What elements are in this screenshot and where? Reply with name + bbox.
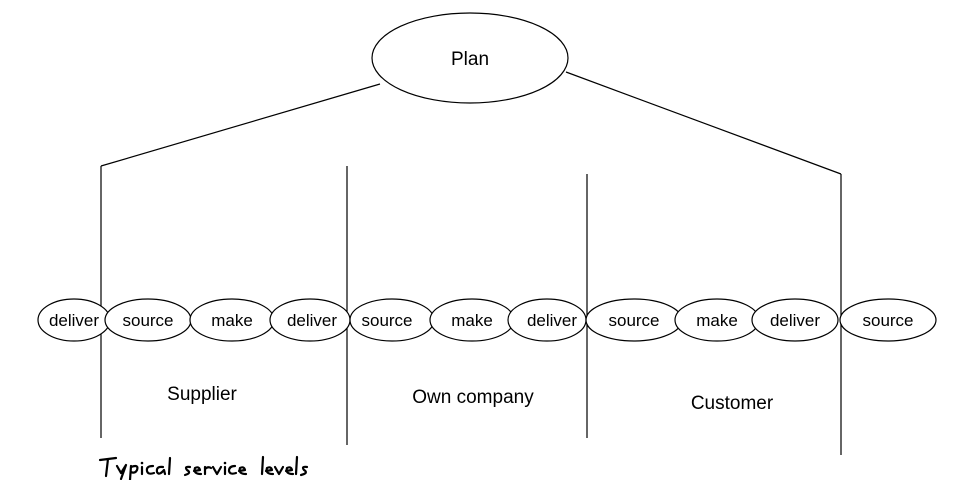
process-chain: deliver source make deliver source make … <box>37 298 937 342</box>
chain-node-deliver: deliver <box>37 298 111 342</box>
chain-node-source: source <box>585 298 683 342</box>
chain-node-source: source <box>839 298 937 342</box>
plan-connector-right <box>565 71 842 175</box>
chain-label: make <box>451 311 493 330</box>
chain-label: deliver <box>527 311 577 330</box>
chain-label: deliver <box>770 311 820 330</box>
section-label-own-company: Own company <box>412 387 534 408</box>
chain-label: deliver <box>287 311 337 330</box>
chain-node-make: make <box>429 298 515 342</box>
chain-node-source: source <box>349 298 435 342</box>
chain-label: source <box>862 311 913 330</box>
chain-node-make: make <box>189 298 275 342</box>
chain-label: make <box>211 311 253 330</box>
chain-node-deliver: deliver <box>507 298 587 342</box>
handwritten-annotation <box>98 455 309 480</box>
chain-label: deliver <box>49 311 99 330</box>
chain-node-source: source <box>104 298 192 342</box>
plan-label: Plan <box>451 49 489 70</box>
section-label-customer: Customer <box>691 393 774 414</box>
chain-node-deliver: deliver <box>751 298 839 342</box>
handwritten-annotation-dots <box>140 461 227 465</box>
chain-node-deliver: deliver <box>269 298 351 342</box>
plan-node: Plan <box>371 12 569 104</box>
section-label-supplier: Supplier <box>167 384 237 405</box>
chain-label: source <box>361 311 412 330</box>
chain-label: source <box>608 311 659 330</box>
plan-connector-left <box>100 83 381 167</box>
chain-label: make <box>696 311 738 330</box>
chain-node-make: make <box>674 298 760 342</box>
chain-label: source <box>122 311 173 330</box>
